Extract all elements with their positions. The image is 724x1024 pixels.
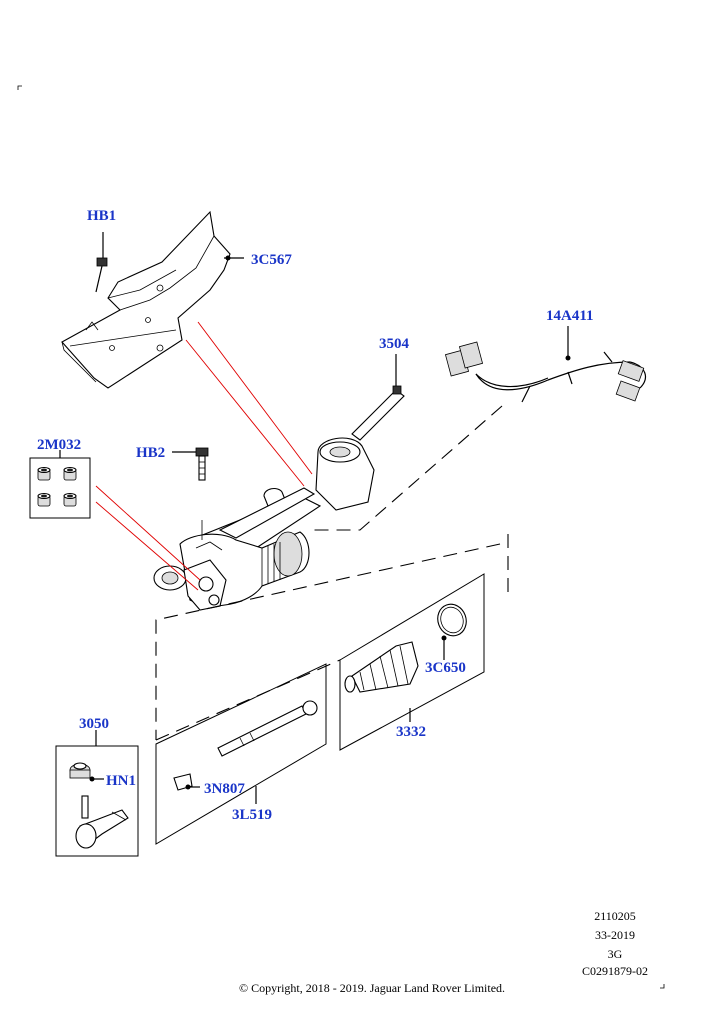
callout-3504[interactable]: 3504 — [379, 336, 410, 352]
tie-rod-end[interactable] — [75, 795, 129, 849]
info-line-3: 3G — [608, 947, 623, 961]
bolt-hb2[interactable] — [195, 447, 209, 481]
callout-3c567[interactable]: 3C567 — [251, 252, 292, 268]
wiring-harness[interactable] — [444, 341, 647, 403]
tie-rod[interactable] — [217, 700, 318, 757]
corner-mark-top-left — [17, 85, 22, 90]
callout-hb1[interactable]: HB1 — [87, 208, 116, 224]
tie-rod-kit-box — [155, 663, 327, 845]
bolt-hb1[interactable] — [95, 232, 108, 293]
red-leader-3 — [95, 485, 201, 581]
heat-shield[interactable] — [61, 210, 231, 389]
boot-clamp[interactable] — [433, 600, 470, 640]
boot-kit-box — [339, 573, 485, 751]
bush-kit[interactable] — [37, 466, 77, 507]
bush-kit-box — [29, 457, 91, 519]
callout-3n807[interactable]: 3N807 — [204, 781, 245, 797]
leader-dot-3c567 — [225, 255, 231, 261]
callout-3050[interactable]: 3050 — [79, 716, 109, 732]
copyright: © Copyright, 2018 - 2019. Jaguar Land Ro… — [239, 981, 505, 995]
callout-3332[interactable]: 3332 — [396, 724, 426, 740]
nut-hn1[interactable] — [69, 762, 95, 782]
info-line-1: 2110205 — [594, 909, 636, 923]
leader-dot-3c650 — [441, 635, 447, 641]
guide-dash-2 — [155, 543, 501, 740]
steering-gear-assembly[interactable] — [153, 385, 405, 611]
red-leader-2 — [185, 339, 305, 487]
steering-rack-boot[interactable] — [344, 641, 419, 693]
tie-rod-end-box — [55, 745, 139, 857]
guide-dash-4 — [155, 659, 341, 741]
callout-2m032[interactable]: 2M032 — [37, 437, 81, 453]
callout-3l519[interactable]: 3L519 — [232, 807, 272, 823]
guide-dash-3 — [310, 405, 503, 531]
callout-hn1[interactable]: HN1 — [106, 773, 136, 789]
leader-dot-14a411 — [565, 355, 571, 361]
callout-hb2[interactable]: HB2 — [136, 445, 165, 461]
callout-3c650[interactable]: 3C650 — [425, 660, 466, 676]
red-leader-4 — [95, 501, 199, 591]
info-line-4: C0291879-02 — [582, 964, 648, 978]
info-line-2: 33-2019 — [595, 928, 635, 942]
callout-14a411[interactable]: 14A411 — [546, 308, 594, 324]
corner-mark-bottom-right — [660, 984, 665, 989]
red-leader-1 — [197, 321, 313, 475]
